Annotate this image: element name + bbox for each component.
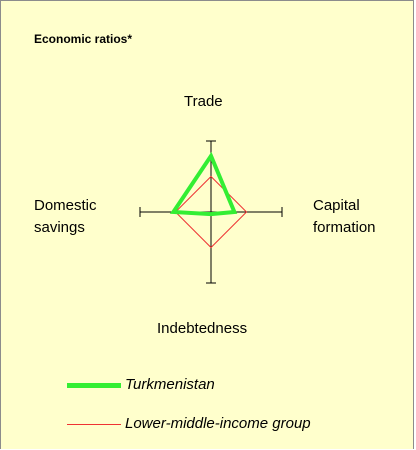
axis-label-domestic-savings: Domestic savings xyxy=(34,195,97,239)
series-lower-middle-income xyxy=(174,175,248,249)
axis-label-indebtedness: Indebtedness xyxy=(157,320,248,337)
axis-label-savings: savings xyxy=(34,219,85,236)
axis-label-capital: Capital xyxy=(313,197,360,214)
legend-swatch-turkmenistan xyxy=(67,383,121,388)
chart-title: Economic ratios* xyxy=(34,32,133,46)
axis-label-trade: Trade xyxy=(184,93,223,110)
radar-axes xyxy=(139,140,283,284)
legend-swatch-lower-middle-income xyxy=(67,424,121,425)
axis-label-formation: formation xyxy=(313,219,376,236)
axis-label-domestic: Domestic xyxy=(34,197,97,214)
legend-label-lower-middle-income: Lower-middle-income group xyxy=(125,415,311,432)
axis-label-capital-formation: Capital formation xyxy=(313,195,376,239)
series-turkmenistan xyxy=(169,151,238,217)
radar-series xyxy=(169,151,248,249)
legend-label-turkmenistan: Turkmenistan xyxy=(125,376,215,393)
